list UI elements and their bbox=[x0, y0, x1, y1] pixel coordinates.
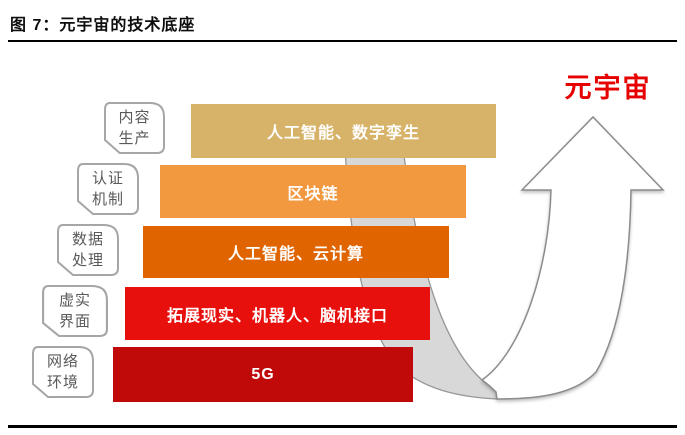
up-arrow-body bbox=[480, 115, 665, 400]
category-tag-label: 网络 bbox=[46, 353, 79, 370]
category-tag-label: 认证 bbox=[91, 170, 124, 187]
top-rule bbox=[8, 40, 677, 42]
technology-bar: 人工智能、云计算 bbox=[143, 226, 449, 278]
category-tag: 虚实界面 bbox=[42, 285, 108, 337]
category-tag-label: 机制 bbox=[91, 191, 124, 208]
category-tag-shape bbox=[57, 224, 119, 276]
category-tag-shape bbox=[32, 346, 94, 398]
bottom-rule bbox=[8, 425, 677, 428]
category-tag-label: 处理 bbox=[71, 252, 104, 269]
category-tag-label: 生产 bbox=[118, 130, 151, 147]
category-tag-label: 界面 bbox=[58, 313, 91, 330]
category-tag-label: 环境 bbox=[46, 374, 79, 391]
metaverse-goal-label: 元宇宙 bbox=[564, 73, 652, 103]
technology-bar: 拓展现实、机器人、脑机接口 bbox=[125, 287, 430, 340]
category-tag-shape bbox=[77, 163, 139, 215]
technology-bar: 人工智能、数字孪生 bbox=[191, 104, 496, 158]
category-tag-shape bbox=[42, 285, 108, 337]
category-tag-label: 内容 bbox=[118, 109, 151, 126]
technology-bar: 区块链 bbox=[160, 165, 466, 218]
category-tag: 认证机制 bbox=[77, 163, 139, 215]
technology-bar: 5G bbox=[113, 347, 413, 402]
category-tag: 网络环境 bbox=[32, 346, 94, 398]
category-tag-label: 数据 bbox=[71, 231, 104, 248]
category-tag: 内容生产 bbox=[104, 102, 165, 154]
figure-title: 图 7：元宇宙的技术底座 bbox=[10, 17, 196, 34]
category-tag-label: 虚实 bbox=[58, 292, 91, 309]
category-tag-shape bbox=[104, 102, 165, 154]
category-tag: 数据处理 bbox=[57, 224, 119, 276]
